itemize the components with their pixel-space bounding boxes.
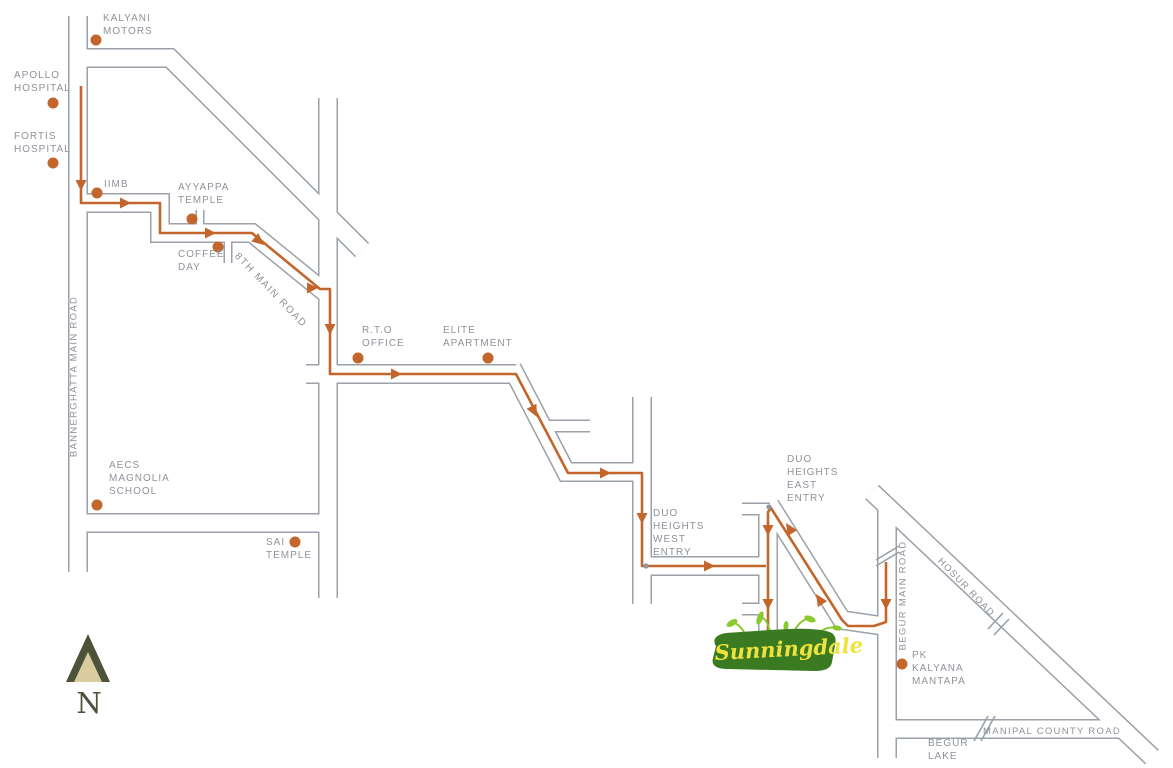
route-arrow-icon bbox=[307, 282, 318, 294]
route-arrow-icon bbox=[75, 180, 87, 191]
poi-label-duo-heights-west-entry: DUO HEIGHTS WEST ENTRY bbox=[653, 508, 705, 558]
poi-label-fortis-hospital: FORTIS HOSPITAL bbox=[14, 131, 71, 155]
junction-dots bbox=[643, 504, 772, 569]
route-arrow-icon bbox=[636, 513, 648, 524]
route-arrow-icon bbox=[391, 368, 402, 380]
poi-dot-apollo-hospital bbox=[47, 97, 59, 109]
break-mark-icon bbox=[875, 545, 900, 561]
break-mark-icon bbox=[987, 612, 1004, 630]
poi-label-begur-lake: BEGUR LAKE bbox=[928, 738, 969, 762]
poi-dots bbox=[47, 34, 908, 670]
route-arrow-icon bbox=[704, 560, 715, 572]
poi-dot-iimb bbox=[91, 187, 103, 199]
road-fill bbox=[78, 194, 334, 299]
poi-label-ayyappa-temple: AYYAPPA TEMPLE bbox=[178, 182, 230, 206]
poi-label-sai-temple: SAI TEMPLE bbox=[266, 537, 313, 561]
route-arrow-icon bbox=[120, 197, 131, 209]
poi-dot-ayyappa-temple bbox=[186, 213, 198, 225]
break-mark-icon bbox=[973, 715, 989, 742]
route-line-main bbox=[79, 86, 766, 568]
logo-blob bbox=[712, 628, 836, 671]
poi-dot-pk-kalyana-mantapa bbox=[896, 658, 908, 670]
junction-dot bbox=[766, 504, 772, 510]
poi-label-duo-heights-east-entry: DUO HEIGHTS EAST ENTRY bbox=[787, 454, 839, 504]
poi-label-aecs-magnolia-school: AECS MAGNOLIA SCHOOL bbox=[109, 460, 170, 497]
poi-dot-fortis-hospital bbox=[47, 157, 59, 169]
route-arrow-icon bbox=[324, 324, 336, 335]
junction-dot bbox=[643, 563, 649, 569]
road-fill bbox=[866, 485, 1158, 764]
route-arrow-icon bbox=[205, 227, 216, 239]
poi-dot-coffee-day bbox=[212, 241, 224, 253]
route-line-begur bbox=[766, 506, 888, 641]
road-fill bbox=[762, 500, 892, 636]
route-arrow-icon bbox=[526, 403, 537, 417]
road-fill bbox=[78, 49, 369, 257]
route-arrow-icon bbox=[251, 233, 264, 245]
route-arrow-icon bbox=[762, 525, 774, 536]
poi-label-elite-apartment: ELITE APARTMENT bbox=[443, 325, 513, 349]
sunningdale-logo: Sunningdale bbox=[712, 611, 864, 671]
route-arrows bbox=[75, 180, 892, 610]
logo-leaf-icon bbox=[726, 611, 842, 631]
break-mark-icon bbox=[875, 551, 900, 567]
poi-label-rto-office: R.T.O OFFICE bbox=[362, 325, 405, 349]
road-break-marks bbox=[875, 545, 1010, 742]
route-lines bbox=[79, 86, 888, 641]
break-mark-icon bbox=[980, 715, 996, 742]
road-label-begur-main-road: BEGUR MAIN ROAD bbox=[897, 540, 909, 651]
break-mark-icon bbox=[993, 618, 1010, 636]
route-arrow-icon bbox=[600, 467, 611, 479]
poi-label-pk-kalyana-mantapa: PK KALYANA MANTAPA bbox=[912, 650, 966, 687]
route-arrow-icon bbox=[762, 599, 774, 610]
poi-label-coffee-day: COFFEE DAY bbox=[178, 249, 225, 273]
north-compass-icon bbox=[66, 634, 110, 682]
poi-label-iimb: IIMB bbox=[104, 179, 129, 190]
poi-dot-aecs-magnolia-school bbox=[91, 499, 103, 511]
route-arrow-icon bbox=[816, 594, 828, 608]
route-arrow-icon bbox=[880, 599, 892, 610]
road-fills bbox=[69, 16, 1158, 764]
route-arrow-icon bbox=[786, 523, 798, 537]
compass-north-label: N bbox=[76, 686, 102, 720]
poi-label-kalyani-motors: KALYANI MOTORS bbox=[103, 13, 153, 37]
poi-dot-kalyani-motors bbox=[90, 34, 102, 46]
road-label-bannerghatta-main-road: BANNERGHATTA MAIN ROAD bbox=[68, 295, 80, 458]
poi-dot-elite-apartment bbox=[482, 352, 494, 364]
compass-inner-triangle bbox=[74, 652, 102, 682]
poi-label-apollo-hospital: APOLLO HOSPITAL bbox=[14, 70, 71, 94]
poi-dot-sai-temple bbox=[289, 536, 301, 548]
road-label-manipal-county-road: MANIPAL COUNTY ROAD bbox=[983, 726, 1122, 737]
poi-dot-rto-office bbox=[352, 352, 364, 364]
